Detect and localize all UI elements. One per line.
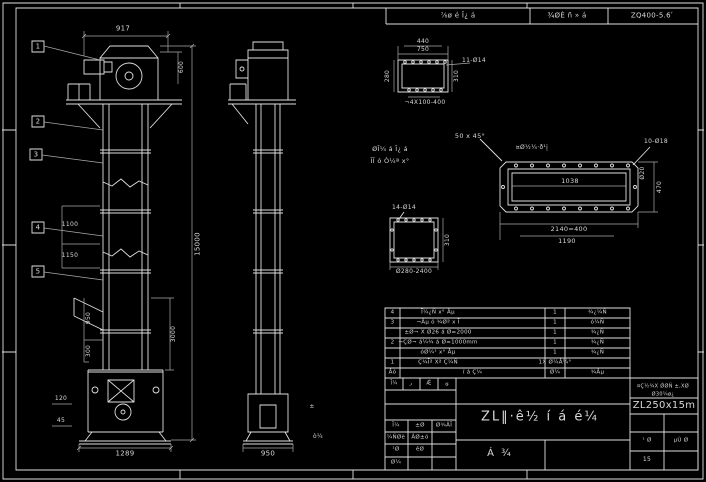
dim-front-120: 120 <box>54 395 68 402</box>
balloon-4: 4 <box>35 223 41 232</box>
balloon-2: 2 <box>35 117 41 126</box>
note-text-1: ØĪ¼ á Ī¿ á <box>372 144 408 153</box>
tb-cell-r1c1: Ī¼ <box>392 422 400 429</box>
bom-cell: 1 <box>553 319 557 326</box>
dim-front-1150: 1150 <box>61 252 79 259</box>
stamp-mark-2: ò¼ <box>312 433 324 440</box>
header-doc-number: ZQ400-5.6ʹ <box>630 11 674 20</box>
stamp-mark-1: ± <box>309 403 315 410</box>
bom-cell: 3 <box>390 319 395 326</box>
header-doc-label: ¾ØÈ ñ » á <box>547 11 587 20</box>
note-chamfer: 50 x 45° <box>454 131 486 140</box>
tb-sheet-2: µÚ Ø <box>673 437 689 444</box>
bom-cell: 1 <box>553 339 557 346</box>
dim-plate-1190: 1190 <box>558 236 576 245</box>
title-assembly: Á ¾ <box>487 448 513 459</box>
bom-cell: 2 <box>390 339 395 346</box>
bom-cell: ¬Âμ ó ¾Øª x Ī <box>416 319 460 326</box>
title-main: ZL‖·ê½ í á é¼ <box>481 409 599 425</box>
bom-cell: Ī¼¿Ñ x° Âμ <box>421 309 455 316</box>
dim-channel-440: 440 <box>416 38 430 45</box>
bom-cell: ¾¿Ñ <box>590 349 605 356</box>
bom-cell: Âó <box>388 369 397 376</box>
bom-cell: 1 <box>553 329 557 336</box>
bom-cell: 1X Ø¼Â¼° <box>538 359 572 366</box>
dim-smallplate-base: Ø280-2400 <box>395 268 433 275</box>
bom-cell: ¬ÇØ¬ á¼¾ á Ø=1000mm <box>398 339 478 346</box>
bom-cell: ó¼Ñ <box>590 319 605 326</box>
balloon-5: 5 <box>35 267 41 276</box>
tb-cell-r1c2: ±Ø <box>415 422 425 429</box>
dim-front-950: 950 <box>85 311 92 325</box>
bom-cell: óØ¼¹ x° Âμ <box>420 349 456 356</box>
tb-cell-r3c1: ¹Ø <box>392 446 400 453</box>
bom-cell: ¾¿Ñ <box>590 339 605 346</box>
dim-plate-470: 470 <box>656 180 663 194</box>
tb-cell-r2c1: ¼ÑØè <box>386 434 406 441</box>
dim-plate-1038: 1038 <box>561 176 579 185</box>
balloon-1: 1 <box>35 42 41 51</box>
tb-sheet-3: 15 <box>642 456 652 463</box>
tb-cell-r4c1: Ø¼ <box>390 459 402 466</box>
bom-cell: 4 <box>390 309 395 316</box>
bom-cell: ¾¿Ñ <box>590 329 605 336</box>
note-channel-holes: 11-Ø14 <box>462 57 486 64</box>
dim-front-45: 45 <box>56 417 66 424</box>
dim-front-1100: 1100 <box>61 221 79 228</box>
note-channel-slot: ¬4X100-400 <box>404 99 446 106</box>
bom-cell: Ç¾Īª Xª Ç¼Ñ <box>418 359 458 366</box>
bom-cell: í á Ç¼ <box>462 369 483 376</box>
bom-cell: Ø¼ <box>549 369 561 376</box>
header-view-title: ⅞ø é Ī¿ á <box>440 11 476 20</box>
dim-side-950: 950 <box>260 449 276 458</box>
tb-sheet-1: ¹ Ø <box>642 437 652 444</box>
bom-cell: 1 <box>553 349 557 356</box>
dim-smallplate-310: 310 <box>444 233 451 247</box>
tb-top-3: Ǽ <box>426 380 432 387</box>
bom-cell: 1 <box>390 359 395 366</box>
dim-front-3000: 3000 <box>170 325 177 343</box>
dim-plate-dia20: Ø20 <box>639 166 646 180</box>
note-smallplate-holes: 14-Ø14 <box>392 204 416 211</box>
note-plate-holes: 10-Ø18 <box>644 138 668 145</box>
dim-channel-280: 280 <box>384 69 391 83</box>
tb-top-2: ر <box>409 380 413 387</box>
title-note-2: Ø30¼ø¿ <box>651 391 675 398</box>
dim-front-15000: 15000 <box>193 232 202 256</box>
balloon-3: 3 <box>33 150 39 159</box>
title-note-1: ¤Ç½¾X ǾØÑ ±,XØ <box>637 383 689 390</box>
note-plate-finish: ¤Ø½¼·ð¹į <box>515 144 549 151</box>
dim-channel-750: 750 <box>416 46 430 53</box>
bom-cell: ¾¿¼Ñ <box>588 309 607 316</box>
dim-front-300: 300 <box>85 344 92 358</box>
bom-cell: 1 <box>553 309 557 316</box>
dim-front-600: 600 <box>178 60 185 74</box>
tb-top-4: ؾ <box>445 380 449 387</box>
tb-cell-r1c3: Ø¾ÂĪ <box>435 422 453 429</box>
dim-channel-310: 310 <box>453 69 460 83</box>
tb-top-1: Ī¼ <box>390 380 398 387</box>
tb-cell-r2c2: ÂØ±ó <box>411 434 429 441</box>
title-model: ZL250x15m <box>632 400 696 411</box>
dim-front-917: 917 <box>115 24 131 33</box>
tb-cell-r3c2: êØ <box>415 446 425 453</box>
bom-cell: ±Ø¬ X Ø26 á Ø=2000 <box>404 329 472 336</box>
dim-front-1289: 1289 <box>115 449 135 458</box>
note-text-2: ĪĪ ó Ò¼ª x° <box>370 156 410 165</box>
dim-plate-2140: 2140=400 <box>550 224 588 233</box>
bom-cell: ¾Âμ <box>590 369 605 376</box>
